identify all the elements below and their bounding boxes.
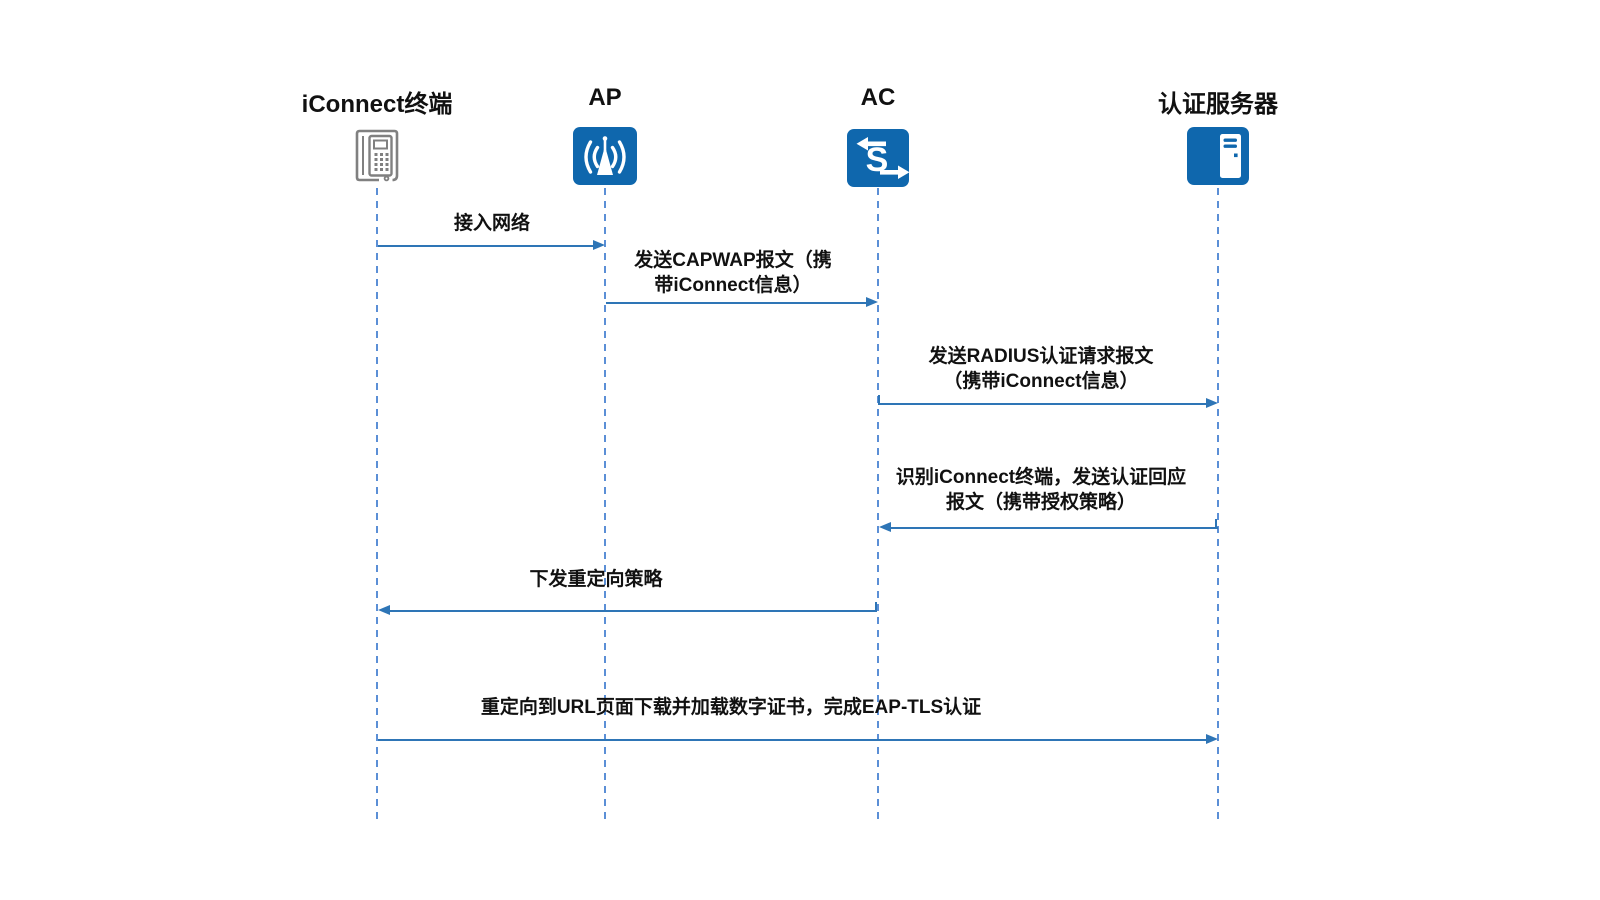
lifeline-ac [877, 188, 880, 820]
wireless-ap-icon [573, 127, 637, 190]
terminal-icon [349, 127, 405, 188]
actor-title-ap: AP [588, 84, 622, 111]
message-4-arrow [890, 527, 1218, 530]
message-3-arrow [878, 403, 1206, 406]
message-6-arrow [378, 739, 1206, 742]
message-5-arrowhead [378, 605, 390, 615]
message-3-label: 发送RADIUS认证请求报文 （携带iConnect信息） [928, 346, 1154, 392]
message-1-arrow [378, 245, 594, 248]
message-6-arrowhead [1206, 734, 1218, 744]
message-1-label: 接入网络 [453, 213, 531, 234]
message-4-arrowhead [879, 522, 891, 532]
lifeline-ap [604, 188, 607, 820]
message-4-label: 识别iConnect终端，发送认证回应 报文（携带授权策略） [895, 467, 1187, 513]
lifeline-auth-server [1217, 188, 1220, 820]
server-icon [1187, 127, 1249, 190]
actor-title-iconnect-terminal: iConnect终端 [301, 91, 453, 118]
message-6-label: 重定向到URL页面下载并加载数字证书，完成EAP-TLS认证 [480, 697, 982, 718]
message-5-arrow [389, 610, 877, 613]
message-2-arrowhead [866, 297, 878, 307]
message-5-label: 下发重定向策略 [529, 569, 663, 590]
message-5-origin-tick [875, 602, 878, 611]
message-3-origin-tick [878, 395, 881, 404]
message-1-arrowhead [593, 240, 605, 250]
message-4-origin-tick [1215, 519, 1218, 528]
message-2-label: 发送CAPWAP报文（携 带iConnect信息） [634, 250, 832, 296]
switch-icon: S [847, 129, 911, 192]
message-3-arrowhead [1206, 398, 1218, 408]
message-2-arrow [606, 302, 867, 305]
actor-title-ac: AC [860, 84, 896, 111]
svg-text:S: S [866, 141, 889, 179]
lifeline-iconnect-terminal [376, 188, 379, 820]
actor-title-auth-server: 认证服务器 [1158, 91, 1278, 118]
